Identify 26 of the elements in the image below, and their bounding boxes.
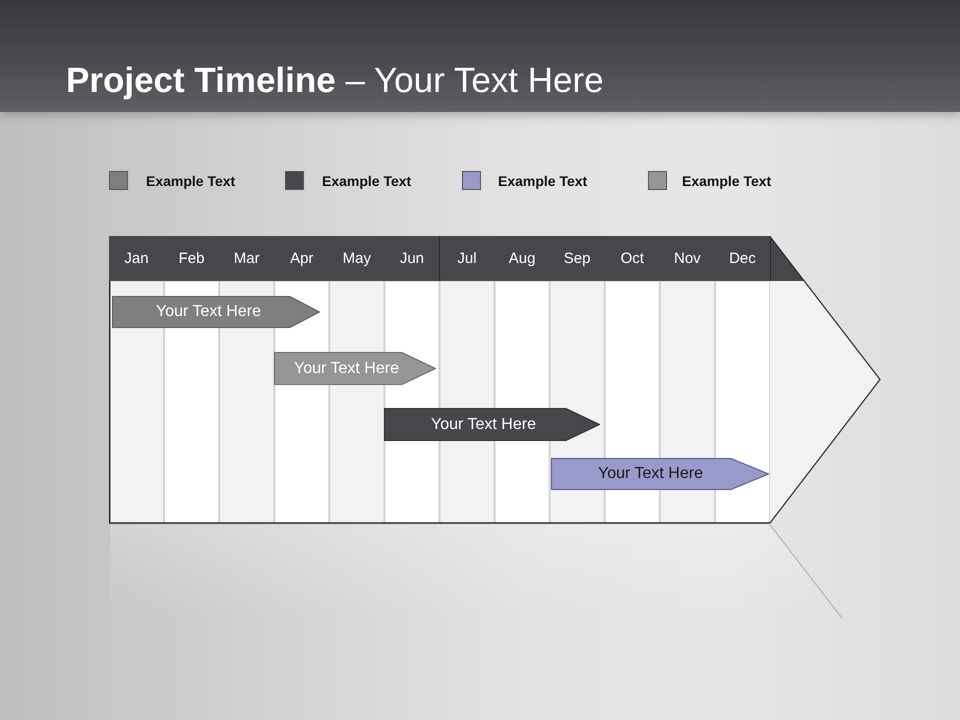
legend-label: Example Text [498, 172, 588, 190]
month-header: Apr [274, 236, 330, 281]
task-label: Your Text Here [598, 465, 703, 483]
month-header: Dec [714, 236, 771, 281]
task-label: Your Text Here [294, 360, 399, 378]
timeline-arrow [109, 236, 881, 524]
month-header: Nov [660, 236, 716, 281]
legend-label: Example Text [146, 172, 236, 190]
task-bar [274, 352, 436, 385]
task-label: Your Text Here [431, 416, 536, 434]
task-bar [112, 296, 320, 328]
task-bar [551, 458, 769, 490]
month-header: Aug [494, 236, 551, 281]
month-header: Jun [384, 236, 440, 281]
slide-title: Project Timeline – Your Text Here [66, 60, 604, 102]
month-header: May [329, 236, 386, 281]
month-header: Oct [604, 236, 661, 281]
month-header: Mar [219, 236, 276, 281]
legend-label: Example Text [682, 172, 772, 190]
month-header: Feb [164, 236, 220, 281]
task-label: Your Text Here [156, 303, 261, 321]
month-header: Sep [550, 236, 606, 281]
task-bar [384, 408, 600, 441]
month-header: Jan [109, 236, 165, 281]
month-header: Jul [440, 236, 496, 281]
legend-label: Example Text [322, 172, 412, 190]
